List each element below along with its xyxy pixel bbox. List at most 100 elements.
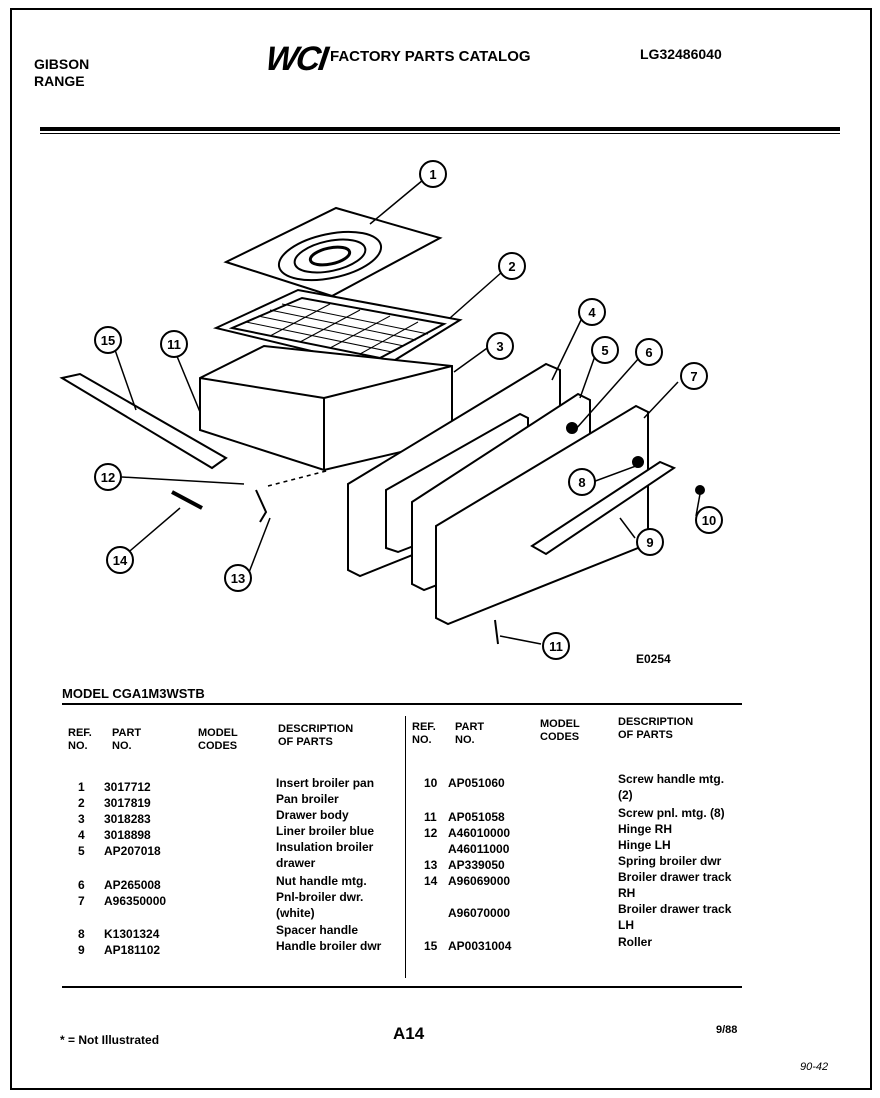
svg-text:11: 11 (549, 639, 563, 654)
ref-no: 11 (424, 810, 437, 824)
callout-14: 14 (106, 546, 134, 574)
part-description: Insulation broiler (276, 840, 374, 854)
callout-5: 5 (591, 336, 619, 364)
svg-text:13: 13 (231, 571, 245, 586)
svg-text:5: 5 (601, 343, 608, 358)
part-no: 3017819 (104, 796, 151, 810)
catalog-page (10, 8, 872, 1090)
brand-block: GIBSON RANGE (34, 56, 89, 90)
wci-logo: WCI (263, 40, 329, 78)
part-no: AP051060 (448, 776, 505, 790)
table-divider (405, 716, 406, 978)
handle-part (530, 460, 677, 556)
page-number: A14 (393, 1024, 425, 1043)
callout-1: 1 (419, 160, 447, 188)
svg-text:7: 7 (690, 369, 697, 384)
part-description: Drawer body (276, 808, 349, 822)
svg-text:15: 15 (101, 333, 115, 348)
ref-no: 8 (78, 927, 85, 941)
ref-no: 14 (424, 874, 438, 888)
ref-no: 2 (78, 796, 85, 810)
callout-4: 4 (578, 298, 606, 326)
part-no: AP265008 (104, 878, 161, 892)
part-description: RH (618, 886, 636, 900)
callout-7: 7 (680, 362, 708, 390)
callout-9: 9 (636, 528, 664, 556)
part-no: AP181102 (104, 943, 161, 957)
model-line: MODEL CGA1M3WSTB (62, 686, 205, 701)
part-description: Pnl-broiler dwr. (276, 890, 364, 904)
callout-2: 2 (498, 252, 526, 280)
figure-code: E0254 (636, 652, 671, 666)
part-description: Roller (618, 935, 653, 949)
part-description: Spacer handle (276, 923, 359, 937)
ref-no: 9 (78, 943, 85, 957)
part-no: A46010000 (448, 826, 511, 840)
ref-no: 7 (78, 894, 85, 908)
ref-no: 6 (78, 878, 85, 892)
ref-no: 4 (78, 828, 85, 842)
callout-3: 3 (486, 332, 514, 360)
part-no: AP051058 (448, 810, 505, 824)
part-no: AP0031004 (448, 939, 512, 953)
svg-text:12: 12 (101, 470, 115, 485)
part-no: 3017712 (104, 780, 151, 794)
part-no: AP339050 (448, 858, 505, 872)
part-description: drawer (276, 856, 316, 870)
svg-text:4: 4 (588, 305, 596, 320)
callout-12: 12 (94, 463, 122, 491)
svg-text:11: 11 (167, 337, 181, 352)
part-description: Hinge RH (618, 822, 672, 836)
part-description: Broiler drawer track (618, 902, 732, 916)
part-no: A96070000 (448, 906, 511, 920)
header-ref-no: REF.NO. (412, 721, 436, 746)
ref-no: 10 (424, 776, 438, 790)
ref-no: 13 (424, 858, 438, 872)
callout-10: 10 (695, 506, 723, 534)
part-description: Liner broiler blue (276, 824, 375, 838)
callout-6: 6 (635, 338, 663, 366)
product-type: RANGE (34, 73, 85, 89)
svg-text:10: 10 (702, 513, 716, 528)
part-description: Spring broiler dwr (618, 854, 722, 868)
catalog-code: LG32486040 (640, 46, 722, 62)
part-no: 3018283 (104, 812, 151, 826)
callout-11: 11 (542, 632, 570, 660)
part-description: (2) (618, 788, 633, 802)
callout-13: 13 (224, 564, 252, 592)
table-top-rule (62, 703, 742, 705)
callout-11: 11 (160, 330, 188, 358)
part-no: A96350000 (104, 894, 167, 908)
callout-8: 8 (568, 468, 596, 496)
part-description: Hinge LH (618, 838, 671, 852)
header-rule-thin (40, 133, 840, 134)
part-description: Handle broiler dwr (276, 939, 382, 953)
svg-text:8: 8 (578, 475, 585, 490)
svg-text:2: 2 (508, 259, 515, 274)
svg-text:3: 3 (496, 339, 503, 354)
corner-mark: 90-42 (800, 1061, 829, 1073)
ref-no: 1 (78, 780, 85, 794)
part-no: 3018898 (104, 828, 151, 842)
part-description: Screw pnl. mtg. (8) (618, 806, 725, 820)
part-description: (white) (276, 906, 315, 920)
catalog-date: 9/88 (716, 1024, 738, 1036)
part-description: Insert broiler pan (276, 776, 375, 790)
part-description: Nut handle mtg. (276, 874, 367, 888)
drawer-track-part (59, 372, 228, 470)
part-description: Pan broiler (276, 792, 339, 806)
svg-text:14: 14 (113, 553, 128, 568)
brand-name: GIBSON (34, 56, 90, 72)
header-ref-no: REF.NO. (68, 727, 92, 752)
insert-broiler-pan-part (223, 206, 443, 298)
catalog-title: FACTORY PARTS CATALOG (330, 48, 531, 65)
footer-note: * = Not Illustrated (60, 1033, 160, 1047)
svg-text:6: 6 (645, 345, 652, 360)
